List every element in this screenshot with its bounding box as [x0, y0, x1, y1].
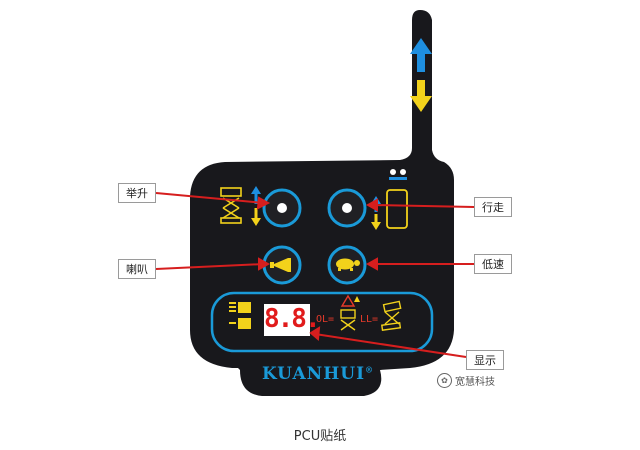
display-frame: [210, 291, 434, 353]
brand-name: KUANHUI: [262, 364, 366, 384]
figure-caption: PCU贴纸: [293, 429, 347, 444]
callout-drive: 行走: [474, 197, 512, 217]
overload-icon: [340, 294, 360, 331]
turtle-icon: [336, 258, 360, 271]
lift-button[interactable]: [262, 188, 302, 228]
ol-label: OL=: [316, 314, 335, 325]
wechat-icon: ✿: [437, 373, 452, 388]
horn-icon: [270, 258, 291, 272]
brand-logo: KUANHUI®: [262, 364, 375, 386]
callout-low-speed: 低速: [474, 254, 512, 274]
drive-button[interactable]: [327, 188, 367, 228]
pcu-panel: [190, 10, 454, 396]
tilt-icon: [381, 300, 402, 332]
callout-horn: 喇叭: [118, 259, 156, 279]
low-speed-button[interactable]: [327, 245, 367, 285]
horn-button[interactable]: [262, 245, 302, 285]
ll-label: LL=: [360, 314, 379, 325]
callout-lines: [155, 192, 475, 358]
arrow-down-icon: [410, 80, 432, 112]
digit-readout: 8.8.: [264, 304, 321, 334]
callout-lift: 举升: [118, 183, 156, 203]
digit-window: [264, 304, 310, 336]
watermark: ✿ 宽慧科技: [437, 373, 495, 388]
watermark-text: 宽慧科技: [455, 377, 495, 388]
lift-updown-arrows-icon: [251, 186, 261, 226]
battery-level-icon: [229, 302, 251, 329]
callout-display: 显示: [466, 350, 504, 370]
arrow-up-icon: [410, 38, 432, 72]
brand-registered-mark: ®: [365, 364, 375, 375]
